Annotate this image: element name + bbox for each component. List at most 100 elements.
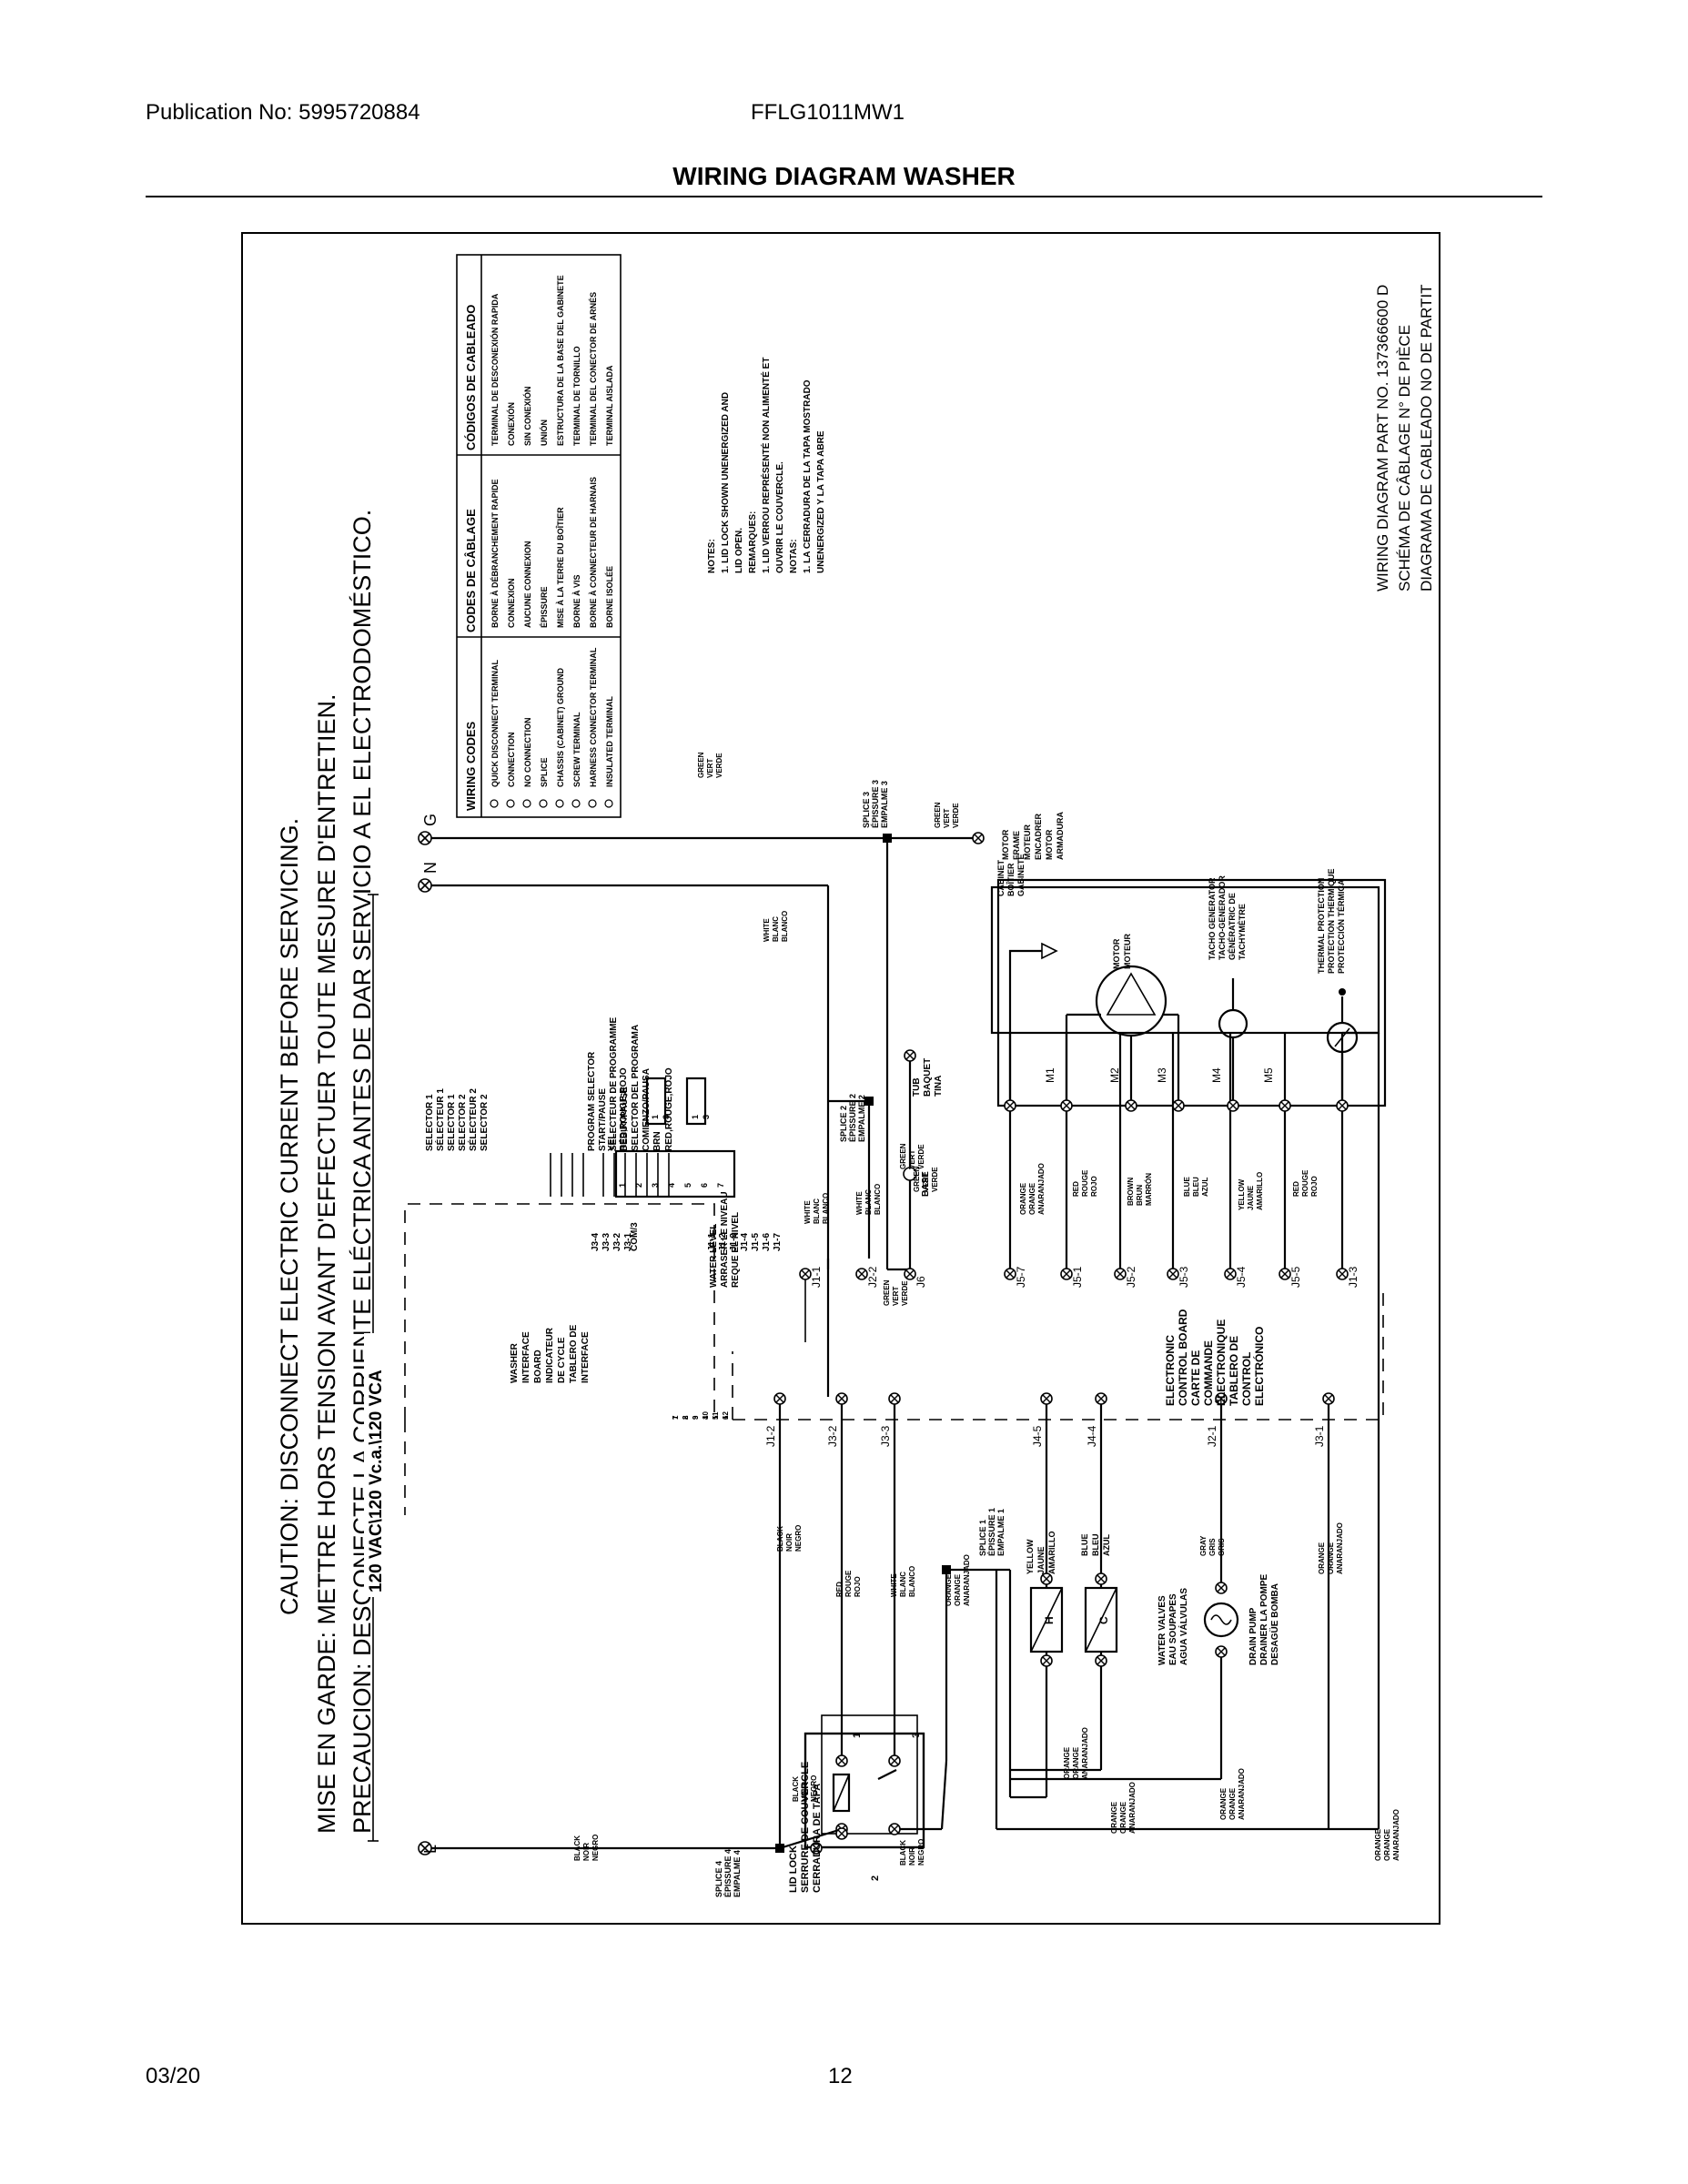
legend-row-es: TERMINAL DE DESCONEXIÓN RAPIDA [490,293,500,446]
board-right-connector: J1-3 [1347,1266,1359,1288]
motor-label: MOTEUR [1123,934,1132,969]
board-right-terminal [1336,1268,1349,1280]
wire-label-red: RED,ROUGE,ROJO [619,1067,629,1151]
wire-label-red: ROUGE [844,1570,853,1597]
legend-row-fr: CONNEXION [507,578,516,628]
wire-label-red: ROJO [854,1576,862,1597]
ground-label: G [421,814,440,826]
wire-label-yellow: AMARILLO [1047,1532,1056,1575]
wire-label-white: BLANCO [908,1566,916,1597]
splice-points [775,834,951,1853]
program-pin: 3 [651,1183,660,1188]
motor-terminal [1336,1099,1349,1112]
wire-label-red: RED [835,1582,844,1597]
wire-label-gray: GRIS [1218,1538,1226,1556]
ground-terminal [418,831,432,845]
wire-label-yellow: JAUNE [1036,1546,1046,1574]
legend-symbols [490,799,613,808]
cabinet-label: BOÎTIER [1006,863,1016,896]
board-internal-pin: 10 [702,1411,710,1420]
board-right-connector: J5-2 [1125,1266,1137,1288]
wire-label-white: WHITE [763,918,771,942]
motor-frame-box [996,878,1387,1107]
power-supply: 120 VAC\120 Vc.a.\120 VCA L N G [364,814,440,1855]
program-selector-label: COMIENZO/PAUSA [642,1068,652,1151]
board-top-connector: J4-4 [1086,1425,1098,1447]
connector-j1-label: J1-5 [751,1233,761,1251]
splice-3-label: EMPALME 3 [880,781,889,828]
motor-frame-label: MOTOR [1001,829,1010,860]
wire-label-blue: BLUE [1183,1177,1191,1197]
wire-label-blue: BLEU [1192,1177,1200,1197]
lid-common-terminal [835,1827,848,1840]
legend-symbol [588,799,597,808]
board-top-terminal [1095,1392,1107,1405]
legend-row-fr: ÉPISSURE [540,586,549,628]
water-valves [1029,1586,1118,1653]
motor-terminal [1004,1099,1016,1112]
wire-label-black: NOIR [582,1843,591,1861]
notes-line: 1. LID VERROU REPRÉSENTÉ NON ALIMENTÉ ET [760,358,772,573]
tacho-generator [1218,978,1248,1106]
lid-pin-label: 3 [911,1733,922,1738]
wire-label-green: VERDE [917,1144,925,1169]
legend-symbol [555,799,564,808]
tub-label: TINA [934,1076,944,1097]
selector-label: SELECTOR 1 [425,1094,435,1151]
board-internal-pin: 5 [712,1415,720,1420]
wire-label-orange: ORANGE [1219,1787,1228,1820]
legend-row-fr: BORNE À DÉBRANCHEMENT RAPIDE [490,479,500,628]
board-right-connector: J5-1 [1071,1266,1084,1288]
legend-row-fr: AUCUNE CONNEXION [523,541,532,628]
wire-label-green: VERDE [715,753,723,778]
wire-label-green: VERT [892,1287,900,1306]
wire-label-white: BLANC [864,1189,873,1215]
program-selector-label: START/PAUSE [598,1088,608,1151]
motor-terminal [1279,1099,1291,1112]
water-level-label: REQUE EL NIVEL [731,1212,741,1288]
motor-terminal [1172,1099,1185,1112]
board-right-terminal [1224,1268,1237,1280]
notes-line: REMARQUES: [748,511,758,573]
motor-pin-label: M3 [1156,1067,1168,1083]
legend-row-en: SPLICE [540,757,549,787]
model-number: FFLG1011MW1 [751,100,905,125]
motor-pin-label: M2 [1108,1067,1121,1083]
splice-1-label: SPLICE 1 [978,1520,987,1556]
cabinet-ground-terminal [972,832,985,844]
footer-page: 12 [828,2064,853,2088]
notes-line: LID OPEN. [734,528,744,573]
wire-label-orange: ORANGE [1374,1828,1382,1861]
control-board-label: CARTE DE [1189,1350,1202,1406]
program-pin: 7 [716,1183,725,1188]
valve-terminal [1040,1654,1053,1667]
wire-label-black: NOIR [785,1533,793,1552]
control-board-label: COMMANDE [1202,1340,1215,1406]
wire-label-brn: BRN [652,1131,662,1151]
motor-terminal [1227,1099,1239,1112]
board-right-terminal [1060,1268,1073,1280]
line-label: L [421,1845,440,1854]
board-internal-pin: 2 [682,1415,690,1420]
wire-label-orange: ORANGE [1110,1801,1118,1834]
wire-label-orange: ORANGE [1327,1542,1335,1574]
wire-label-red: ROUGE [1081,1169,1089,1197]
motor-frame-label: ARMADURA [1056,812,1065,860]
wire-label-black: BLACK [573,1835,581,1861]
selector-label: SELECTOR 2 [480,1094,490,1151]
page-title: WIRING DIAGRAM WASHER [672,162,1016,190]
board-top-terminal [1215,1392,1228,1405]
legend-row-fr: MISE À LA TERRE DU BOÎTIER [555,507,565,628]
board-internal-pin: 4 [702,1415,710,1420]
motor-symbol [1008,942,1180,1106]
selector-label: SELECTOR 2 [458,1094,468,1151]
program-selector-label: SÉLECTEUR DE PROGRAMME [607,1016,619,1151]
connector-j3-label: J3-2 [612,1233,622,1251]
program-pin: 1 [618,1183,627,1188]
motor-frame-label: MOTEUR [1023,824,1032,860]
board-top-connector: J3-1 [1313,1425,1326,1447]
lid-lock-label: CERRADURA DE TAPA [812,1784,823,1893]
